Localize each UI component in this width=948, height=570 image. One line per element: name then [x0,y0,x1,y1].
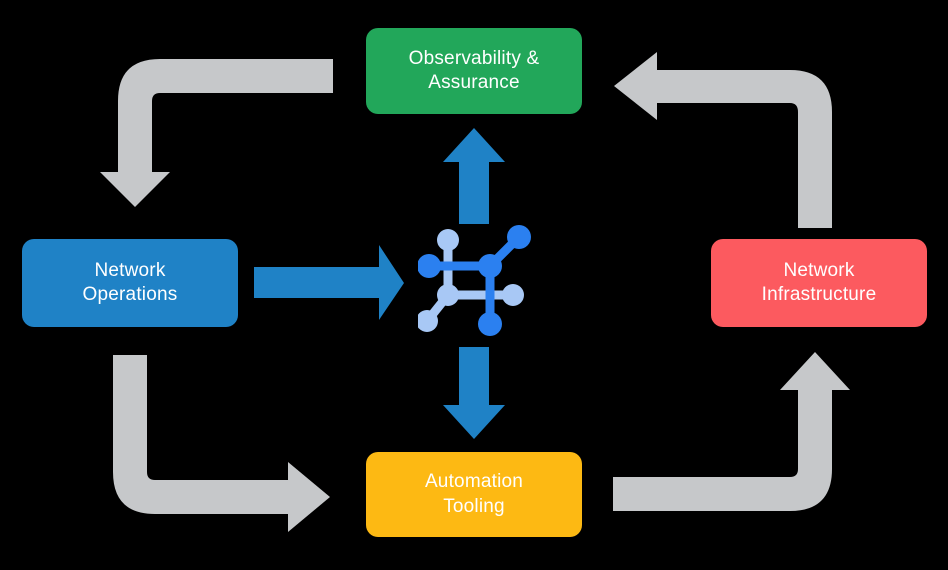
network-icon-nodes [418,225,531,336]
arrow-center-to-automation [443,347,505,439]
network-icon-edges [424,234,522,323]
node-observability-assurance[interactable]: Observability & Assurance [366,28,582,114]
arrow-infrastructure-to-observability [614,52,832,228]
node-automation-tooling[interactable]: Automation Tooling [366,452,582,537]
arrow-operations-to-center [254,245,404,320]
arrow-observability-to-operations [100,59,333,207]
arrow-center-to-observability [443,128,505,224]
arrow-operations-to-automation [113,355,330,532]
network-topology-icon [418,225,531,336]
node-network-operations[interactable]: Network Operations [22,239,238,327]
node-network-infrastructure[interactable]: Network Infrastructure [711,239,927,327]
arrow-automation-to-infrastructure [613,352,850,511]
